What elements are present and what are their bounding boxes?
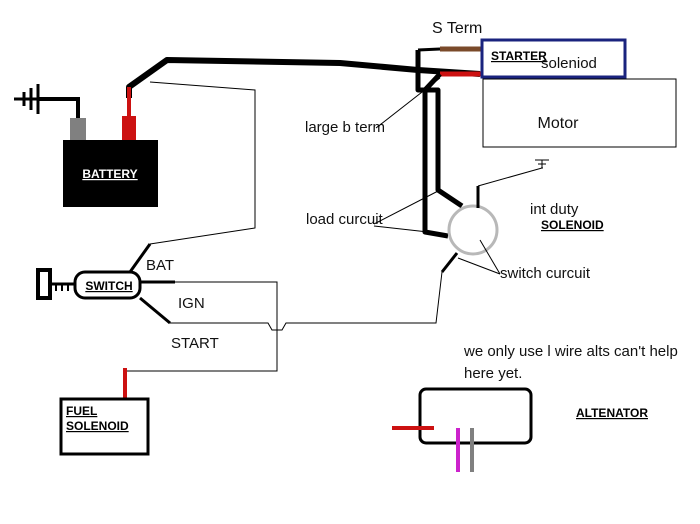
battery-positive-terminal <box>122 116 136 140</box>
load-circuit-pointer-bottom <box>373 225 429 233</box>
switch-circuit-pointer-top <box>479 239 501 275</box>
starter-solenoid-label: soleniod <box>541 55 597 72</box>
note-line-1: we only use l wire alts can't help <box>463 343 678 360</box>
solenoid-ground-icon <box>535 159 549 169</box>
solenoid-switch-terminal <box>440 252 459 273</box>
starter-label: STARTER <box>491 49 547 63</box>
ign-label: IGN <box>178 295 205 312</box>
battery-negative-terminal <box>70 118 86 140</box>
bat-label: BAT <box>146 257 174 274</box>
int-duty-solenoid-circle <box>447 204 499 256</box>
fuel-solenoid-label: SOLENOID <box>66 419 129 433</box>
switch-label: SWITCH <box>85 279 132 293</box>
alternator-label: ALTENATOR <box>576 406 648 420</box>
large-b-term-pointer <box>375 77 441 129</box>
starter-solenoid-box: STARTER soleniod <box>480 38 627 79</box>
key-icon <box>36 268 75 300</box>
switch-bat-terminal <box>128 243 152 273</box>
fuel-label: FUEL <box>66 404 97 418</box>
alternator <box>392 387 533 472</box>
int-duty-solenoid-label: SOLENOID <box>541 218 604 232</box>
battery-ground-icon <box>14 84 80 118</box>
b-term-to-solenoid-cable <box>422 72 449 239</box>
large-b-term-label: large b term <box>305 119 385 136</box>
switch-circuit-label: switch curcuit <box>500 265 591 282</box>
motor-box: Motor <box>482 78 677 148</box>
start-wire <box>170 271 443 331</box>
fuel-solenoid-box: FUEL SOLENOID <box>59 397 150 456</box>
s-term-to-solenoid-cable <box>415 50 464 209</box>
start-label: START <box>171 335 219 352</box>
int-duty-label: int duty <box>530 201 579 218</box>
battery-label: BATTERY <box>82 167 137 181</box>
motor-label: Motor <box>538 115 580 132</box>
load-circuit-label: load curcuit <box>306 211 384 228</box>
load-circuit-pointer-top <box>373 189 441 225</box>
switch-start-terminal <box>139 296 171 325</box>
ign-wire <box>125 281 278 372</box>
s-term-label: S Term <box>432 20 482 37</box>
battery: BATTERY <box>63 116 158 207</box>
ignition-switch: SWITCH <box>73 270 142 300</box>
battery-to-switch-wire <box>149 81 256 245</box>
s-term-lead <box>417 47 441 52</box>
switch-circuit-pointer-bottom <box>457 257 501 275</box>
solenoid-ground-wire <box>477 160 543 187</box>
note-line-2: here yet. <box>464 365 522 382</box>
battery-body <box>63 140 158 207</box>
